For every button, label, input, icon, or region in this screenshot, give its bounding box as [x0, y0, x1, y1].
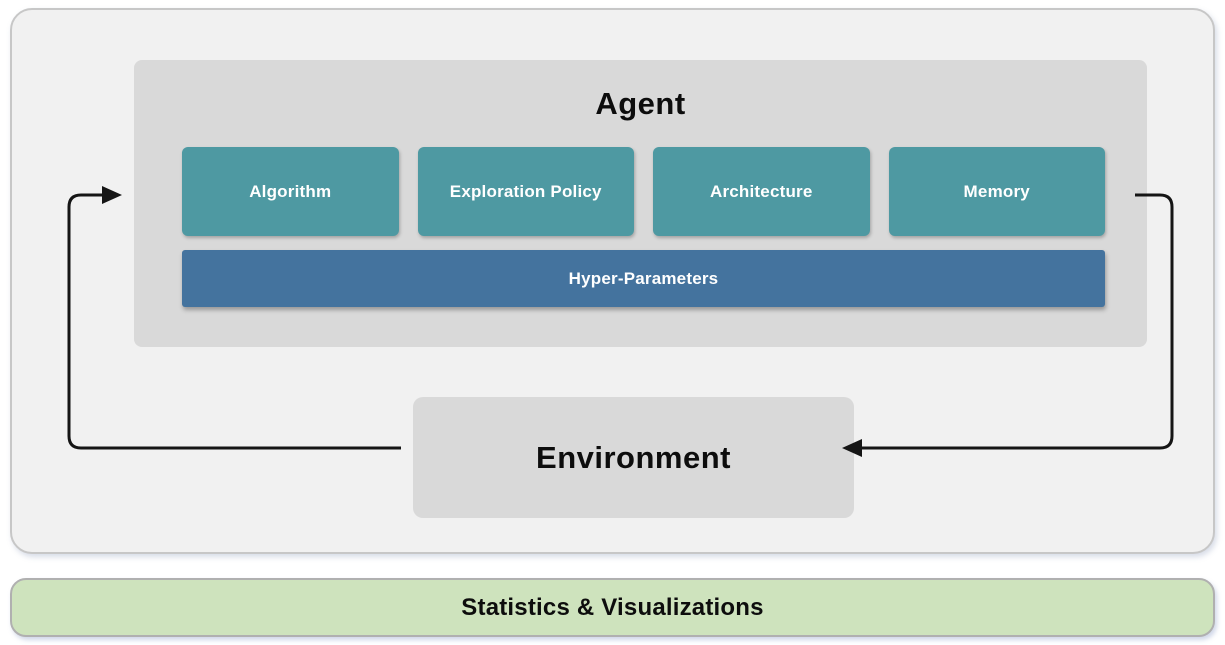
- module-architecture: Architecture: [653, 147, 870, 236]
- module-memory: Memory: [888, 147, 1105, 236]
- main-panel: Agent Algorithm Exploration Policy Archi…: [10, 8, 1215, 554]
- hyper-parameters-bar: Hyper-Parameters: [182, 250, 1105, 307]
- agent-box: Agent Algorithm Exploration Policy Archi…: [134, 60, 1147, 347]
- module-exploration-policy: Exploration Policy: [417, 147, 634, 236]
- agent-modules-row: Algorithm Exploration Policy Architectur…: [182, 147, 1105, 236]
- statistics-visualizations-bar: Statistics & Visualizations: [10, 578, 1215, 637]
- agent-title: Agent: [595, 86, 686, 121]
- environment-box: Environment: [413, 397, 854, 518]
- module-algorithm: Algorithm: [182, 147, 399, 236]
